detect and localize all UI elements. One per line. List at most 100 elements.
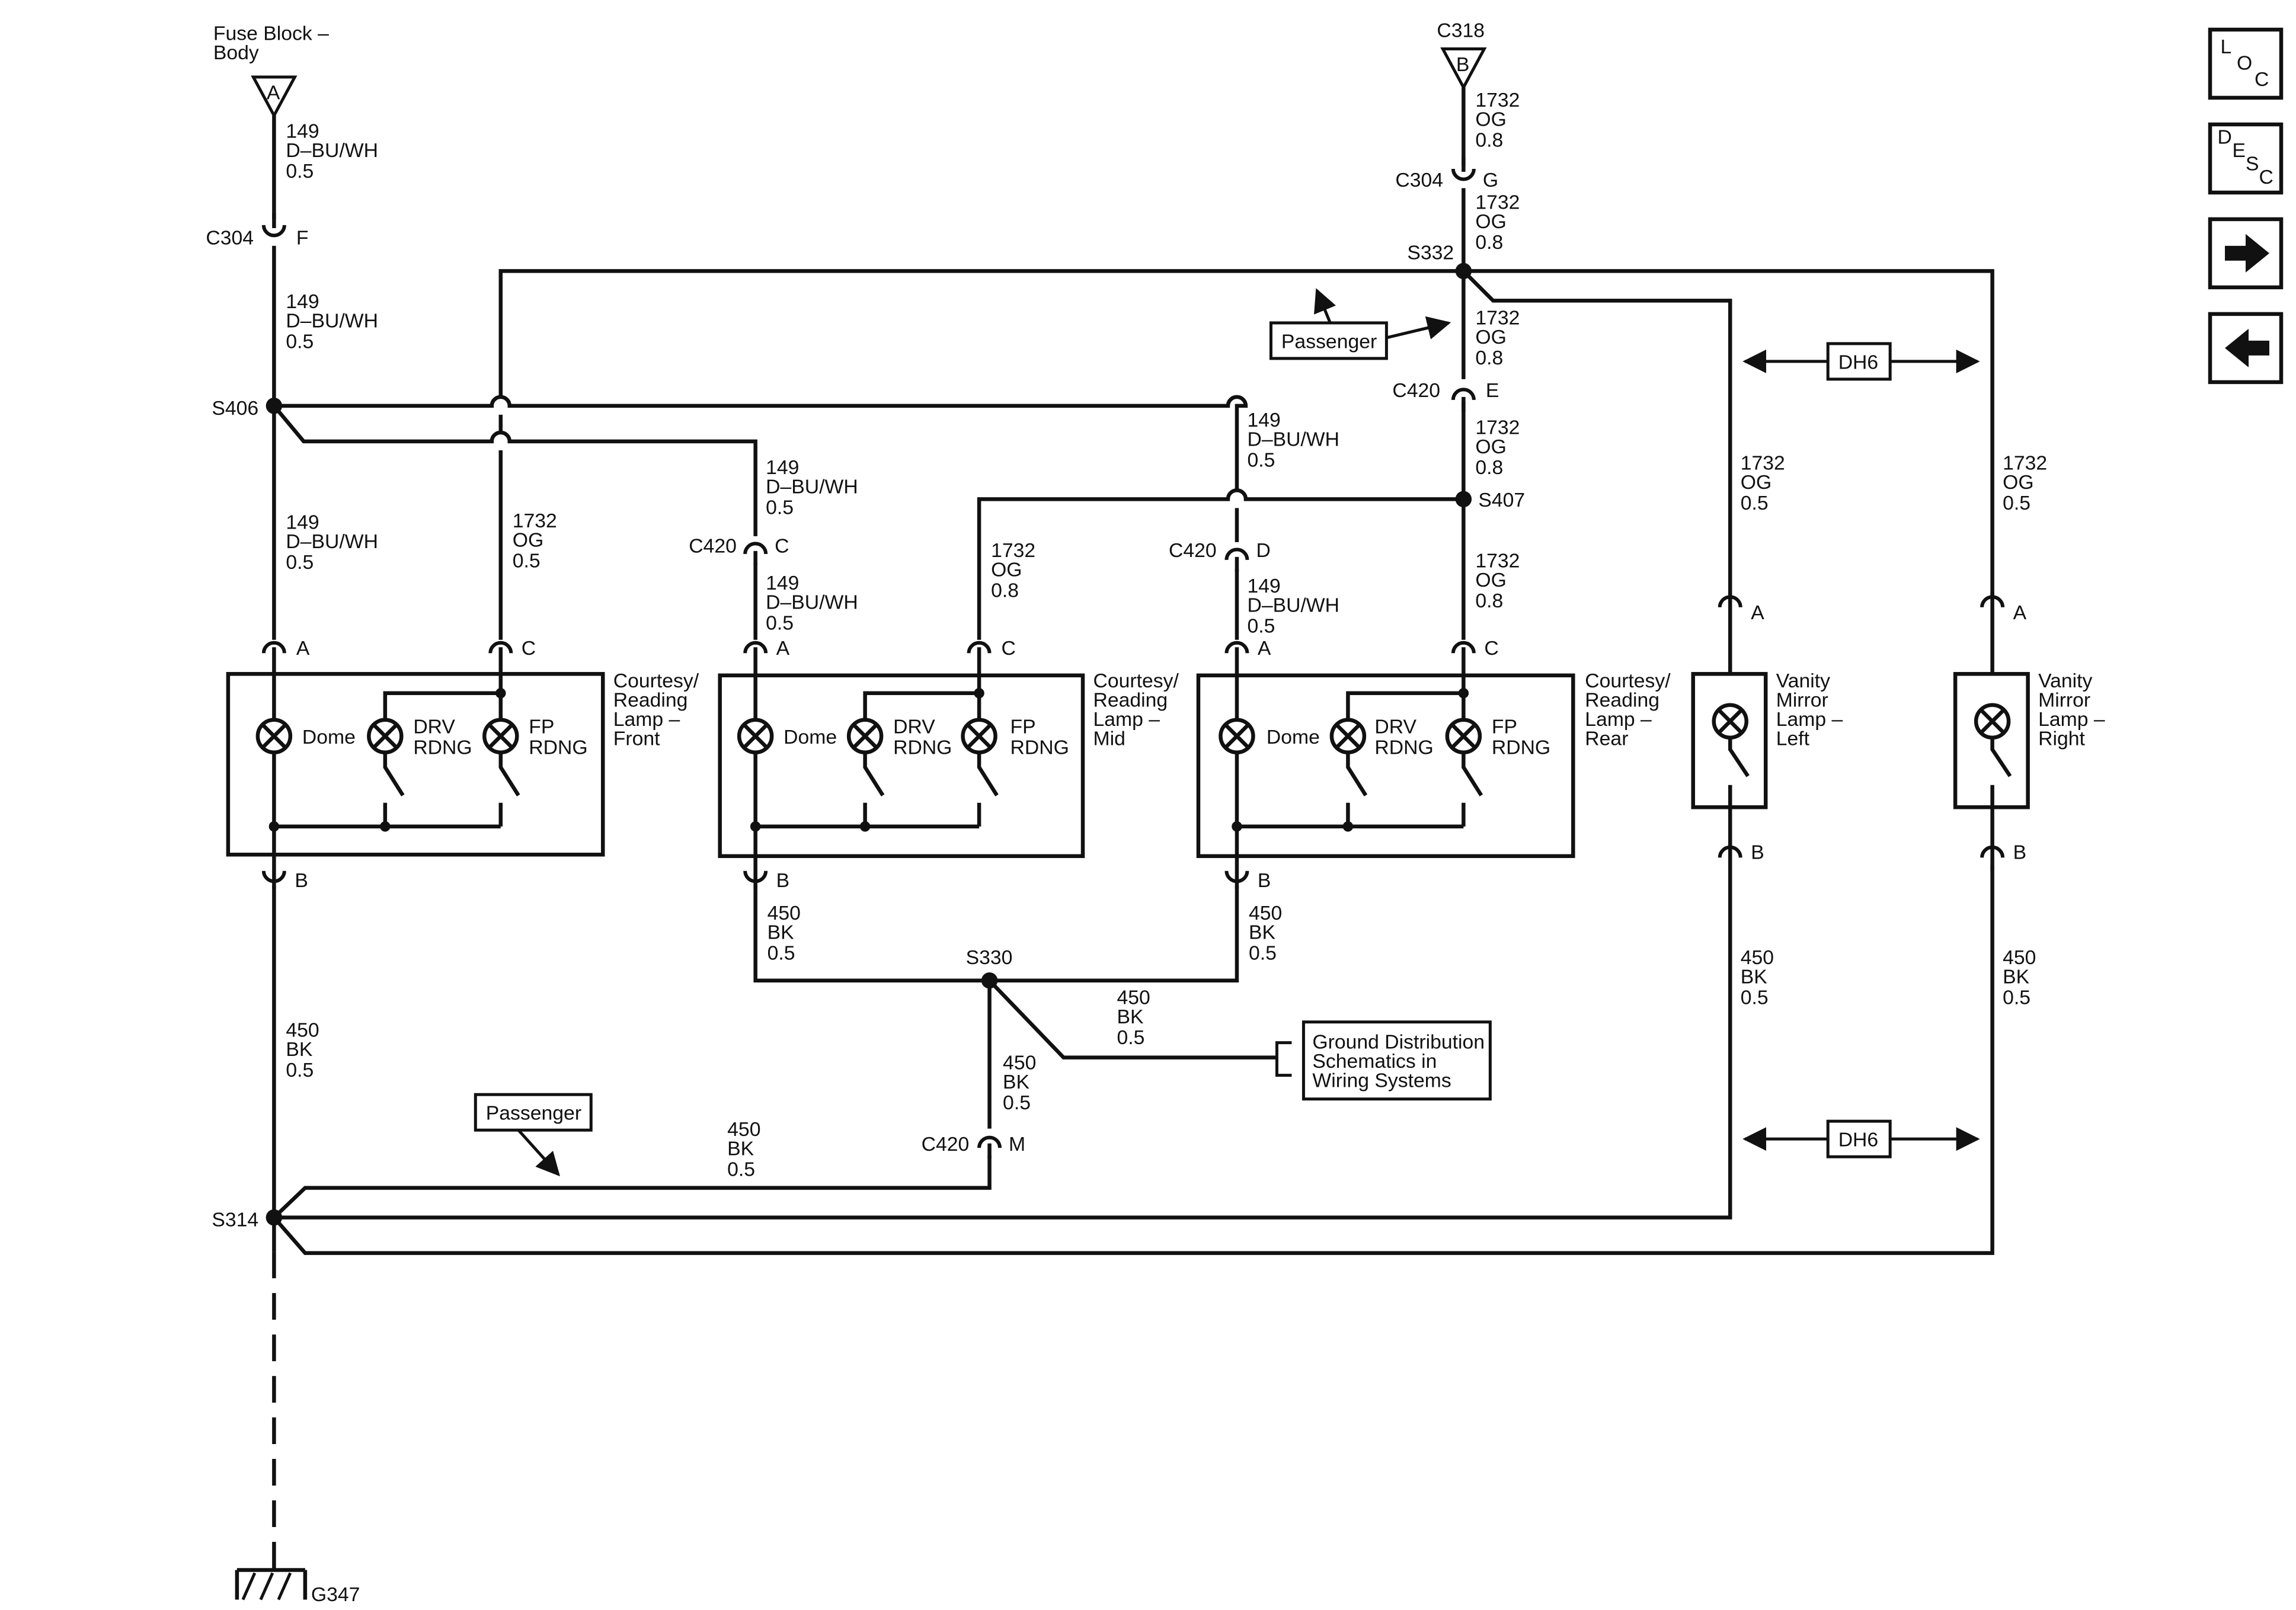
wire-label: BK	[1741, 966, 1767, 988]
wire-label: 450	[727, 1118, 760, 1141]
wire-label: OG	[2003, 471, 2033, 494]
wire-label: OG	[1475, 108, 1506, 130]
wire-label: 0.5	[2003, 987, 2030, 1009]
wire-label: 0.5	[1247, 614, 1275, 637]
vanity-right-title-4: Right	[2038, 727, 2085, 750]
rear-drv-label: DRV	[1374, 715, 1416, 738]
wire-label: 0.5	[286, 551, 314, 574]
wire-label: 0.8	[991, 579, 1019, 601]
connector-c304-g: C304 G	[1395, 156, 1498, 191]
c420-e-label: C420	[1392, 379, 1440, 402]
vanity-left-pin-b: B	[1751, 841, 1764, 864]
ground-dist-label-2: Schematics in	[1312, 1050, 1437, 1073]
vanity-left-title: Vanity	[1776, 670, 1830, 692]
c420-m-label: C420	[922, 1133, 970, 1156]
connector-c420-e: C420 E	[1392, 379, 1499, 412]
wire-label: 0.5	[1117, 1026, 1145, 1049]
splice-s407	[1455, 491, 1472, 508]
wire-label: 1732	[1475, 191, 1520, 213]
vanity-left-title-4: Left	[1776, 727, 1810, 750]
wire-label: OG	[1475, 569, 1506, 591]
g347-label: G347	[311, 1583, 360, 1606]
splice-s314	[266, 1209, 283, 1226]
c304-g-label: C304	[1395, 169, 1443, 191]
wire-label: 149	[286, 290, 319, 313]
courtesy-lamp-mid: Dome DRV RDNG FP RDNG Courtesy/ Reading …	[718, 670, 1179, 858]
wire-label: OG	[1475, 210, 1506, 233]
wire-label: 149	[286, 120, 319, 142]
wire-label: OG	[1475, 326, 1506, 348]
c420-pin-c: C	[775, 534, 789, 557]
vanity-right-pin-b: B	[2013, 841, 2027, 864]
wire-label: BK	[1249, 921, 1275, 944]
c318-terminal: B	[1456, 53, 1470, 76]
connector-c420-d: C420 D	[1169, 539, 1271, 572]
rear-pin-b: B	[1258, 869, 1271, 892]
c420-pin-d: D	[1256, 539, 1270, 562]
mid-drv-label-2: RDNG	[893, 736, 952, 758]
wire-label: 1732	[1475, 549, 1520, 572]
wire-label: BK	[2003, 966, 2029, 988]
wire-label: 0.8	[1475, 590, 1503, 612]
mid-lamp-title-4: Mid	[1093, 727, 1125, 750]
wire-label: 450	[768, 902, 801, 924]
loc-letter-l: L	[2221, 36, 2232, 58]
mid-dome-label: Dome	[784, 726, 837, 748]
desc-button[interactable]: D E S C	[2208, 122, 2284, 195]
mid-pin-c: C	[1002, 637, 1016, 660]
wire-label: OG	[513, 529, 543, 551]
wire-label: D–BU/WH	[766, 475, 858, 498]
left-arrow-icon	[2225, 328, 2270, 367]
c420-pin-m: M	[1009, 1133, 1025, 1156]
wire-label: 450	[1117, 987, 1150, 1009]
previous-page-button[interactable]	[2208, 312, 2284, 385]
wire-label: D–BU/WH	[286, 139, 378, 162]
wire-label: D–BU/WH	[1247, 428, 1339, 450]
rear-fp-label: FP	[1492, 715, 1517, 738]
vanity-right-title-3: Lamp –	[2038, 708, 2105, 731]
wire-label: 1732	[1475, 416, 1520, 438]
passenger-callout-top: Passenger	[1269, 288, 1451, 360]
front-drv-label-2: RDNG	[413, 736, 472, 758]
wire-label: 0.5	[1741, 492, 1769, 514]
lamp-terminals: A C B A C B A C B A B A B	[261, 592, 2027, 892]
front-drv-label: DRV	[413, 715, 455, 738]
wire-label: 1732	[1475, 89, 1520, 111]
ground-dist-label-3: Wiring Systems	[1312, 1070, 1451, 1092]
dh6-label-bottom: DH6	[1838, 1129, 1878, 1151]
mid-fp-label: FP	[1011, 715, 1036, 738]
splice-s406	[266, 398, 283, 414]
wire-label: 450	[1249, 902, 1282, 924]
s314-label: S314	[212, 1209, 258, 1231]
c318-label: C318	[1437, 19, 1485, 41]
fuse-block-source: Fuse Block – Body A	[213, 22, 329, 119]
connector-c420-m: C420 M	[922, 1133, 1025, 1158]
wire-label: 149	[1247, 575, 1280, 597]
rear-drv-label-2: RDNG	[1374, 736, 1433, 758]
front-fp-label: FP	[529, 715, 554, 738]
wire-label: OG	[1741, 471, 1771, 494]
wire-label: 0.5	[727, 1158, 755, 1181]
ground-distribution-link[interactable]: Ground Distribution Schematics in Wiring…	[1275, 1020, 1492, 1101]
dh6-label-top: DH6	[1838, 351, 1878, 373]
front-dome-label: Dome	[302, 726, 356, 748]
wire-label: 0.5	[766, 496, 794, 518]
wire-label: 1732	[513, 510, 557, 532]
courtesy-lamp-rear: Dome DRV RDNG FP RDNG Courtesy/ Reading …	[1196, 670, 1671, 858]
loc-button[interactable]: L O C	[2208, 27, 2284, 100]
loc-letter-o: O	[2237, 52, 2252, 74]
wire-label: 1732	[2003, 452, 2047, 474]
front-pin-c: C	[522, 637, 536, 660]
courtesy-lamp-front: Dome DRV RDNG FP RDNG Courtesy/ Reading …	[226, 670, 699, 857]
mid-lamp-title-2: Reading	[1093, 689, 1168, 711]
wire-label: 149	[766, 456, 799, 479]
next-page-button[interactable]	[2208, 217, 2284, 290]
connector-c304-f: C304 F	[206, 213, 308, 249]
c304-f-label: C304	[206, 226, 254, 249]
wire-label: BK	[768, 921, 794, 944]
wire-label: 450	[286, 1019, 319, 1042]
wire-label: 0.5	[286, 1059, 314, 1081]
wire-label: 0.5	[1741, 987, 1769, 1009]
